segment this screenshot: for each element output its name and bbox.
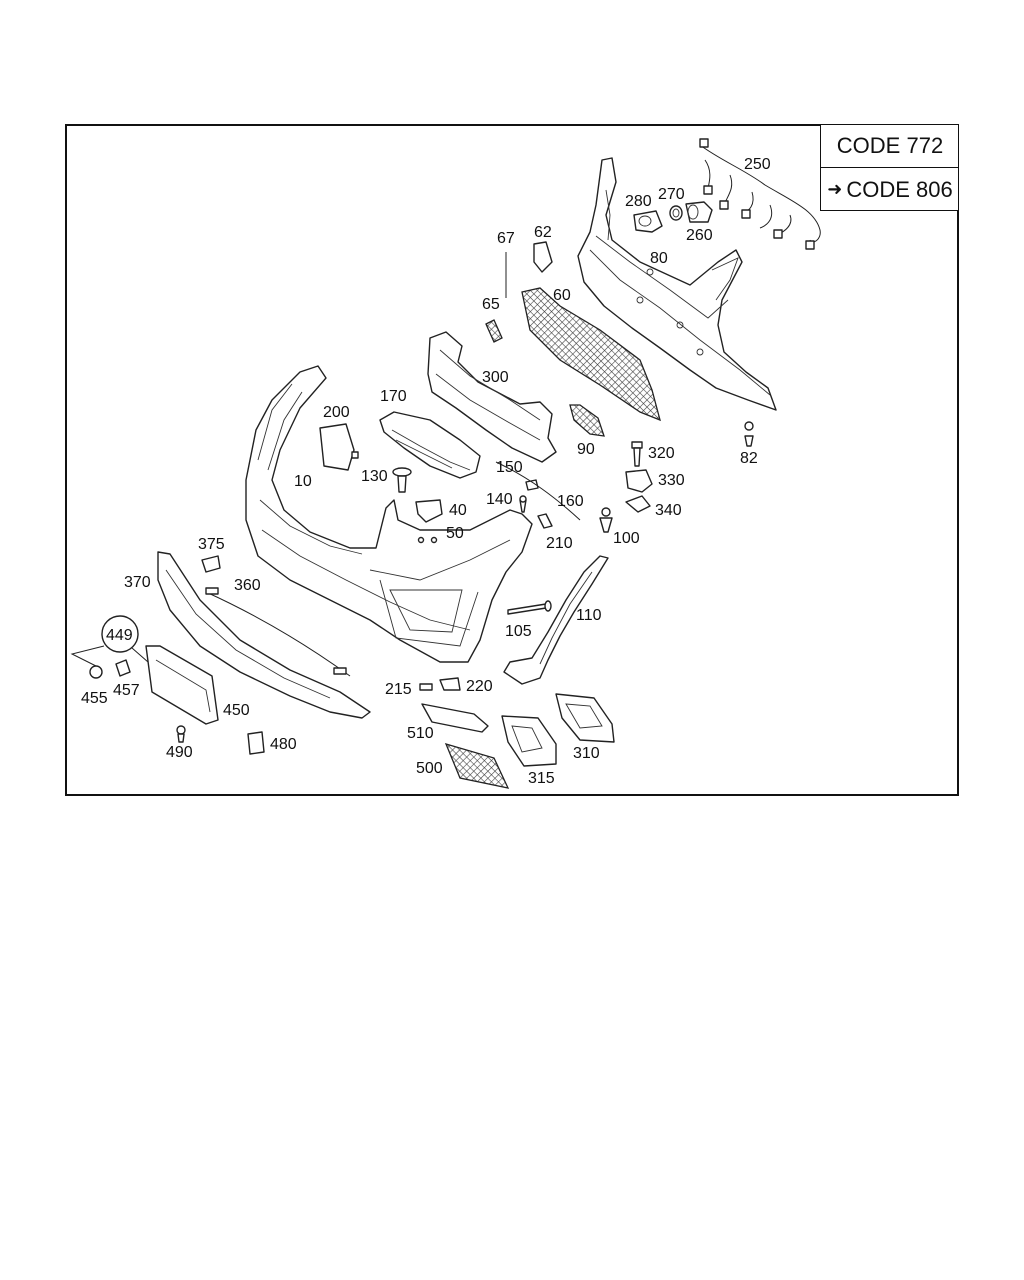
label-300: 300 <box>482 369 509 386</box>
part-300-absorber <box>427 331 557 463</box>
part-457-clip <box>115 659 131 677</box>
part-215-screw <box>419 683 433 691</box>
part-40-cover <box>415 499 443 523</box>
part-10-bumper-cover <box>245 365 533 663</box>
label-62: 62 <box>534 224 552 241</box>
label-455: 455 <box>81 690 108 707</box>
label-260: 260 <box>686 227 713 244</box>
diagram-frame <box>65 124 959 796</box>
part-320-bolt <box>631 441 643 467</box>
label-40: 40 <box>449 502 467 519</box>
label-500: 500 <box>416 760 443 777</box>
code-806-label: CODE 806 <box>846 176 953 202</box>
label-370: 370 <box>124 574 151 591</box>
part-105-bolt <box>507 600 552 615</box>
part-110-side-bracket <box>503 555 609 685</box>
part-210-clip <box>537 513 553 529</box>
label-210: 210 <box>546 535 573 552</box>
part-260-parking-sensor <box>685 201 713 223</box>
part-170-air-guide <box>379 411 481 479</box>
label-449: 449 <box>106 627 133 644</box>
part-150-clip <box>525 479 539 491</box>
part-100-push-rivet <box>599 507 613 533</box>
label-80: 80 <box>650 250 668 267</box>
label-150: 150 <box>496 459 523 476</box>
label-82: 82 <box>740 450 758 467</box>
part-90-side-mesh <box>569 404 605 437</box>
part-65-emblem-mesh <box>485 319 503 343</box>
label-330: 330 <box>658 472 685 489</box>
part-62-clip <box>533 241 553 273</box>
label-510: 510 <box>407 725 434 742</box>
code-772-label: CODE 772 <box>836 133 944 158</box>
label-490: 490 <box>166 744 193 761</box>
label-340: 340 <box>655 502 682 519</box>
part-490-screw <box>176 725 186 743</box>
label-200: 200 <box>323 404 350 421</box>
label-480: 480 <box>270 736 297 753</box>
label-10: 10 <box>294 473 312 490</box>
part-140-screw <box>519 495 527 513</box>
part-310-frame <box>555 693 615 743</box>
part-330-bracket <box>625 469 653 493</box>
label-360: 360 <box>234 577 261 594</box>
part-250-wiring-harness <box>699 138 821 250</box>
label-60: 60 <box>553 287 571 304</box>
label-457: 457 <box>113 682 140 699</box>
label-280: 280 <box>625 193 652 210</box>
label-140: 140 <box>486 491 513 508</box>
label-110: 110 <box>576 607 602 624</box>
label-250: 250 <box>744 156 771 173</box>
label-65: 65 <box>482 296 500 313</box>
label-170: 170 <box>380 388 407 405</box>
part-370-lower-spoiler <box>157 551 371 719</box>
label-375: 375 <box>198 536 225 553</box>
label-220: 220 <box>466 678 493 695</box>
label-160: 160 <box>557 493 584 510</box>
part-510-trim <box>421 703 489 733</box>
label-215: 215 <box>385 681 412 698</box>
label-90: 90 <box>577 441 595 458</box>
part-360-trim-strip <box>205 587 351 677</box>
part-labels: 250 280 270 260 67 62 80 60 65 300 170 2… <box>81 156 771 787</box>
part-375-clip <box>201 555 221 573</box>
label-320: 320 <box>648 445 675 462</box>
part-60-grille <box>521 287 661 422</box>
part-340-clip <box>625 495 651 513</box>
part-280-sensor-bracket <box>633 210 663 233</box>
code-772-row: CODE 772 <box>821 125 959 168</box>
part-220-clip <box>439 677 461 691</box>
right-arrow-icon: ➜ <box>827 179 843 199</box>
label-50: 50 <box>446 525 464 542</box>
part-200-module <box>319 423 359 471</box>
label-310: 310 <box>573 745 600 762</box>
code-legend: CODE 772 ➜ CODE 806 <box>820 125 959 211</box>
label-105: 105 <box>505 623 532 640</box>
part-50-screws <box>417 536 438 544</box>
part-270-sensor-ring <box>669 205 683 221</box>
label-450: 450 <box>223 702 250 719</box>
part-450-plate-holder <box>145 645 219 725</box>
part-455-nut <box>89 665 103 679</box>
part-130-clip <box>392 467 412 493</box>
label-270: 270 <box>658 186 685 203</box>
part-315-bezel <box>501 715 557 767</box>
label-67: 67 <box>497 230 515 247</box>
part-160-trim-strip <box>495 461 581 521</box>
label-100: 100 <box>613 530 640 547</box>
code-806-row: ➜ CODE 806 <box>821 168 959 211</box>
part-449-kit <box>70 615 149 667</box>
part-80-bumper-carrier <box>577 157 777 411</box>
part-82-screw <box>744 421 754 447</box>
label-130: 130 <box>361 468 388 485</box>
part-500-mesh-grille <box>444 742 510 789</box>
label-315: 315 <box>528 770 555 787</box>
part-480-clip <box>247 731 265 755</box>
